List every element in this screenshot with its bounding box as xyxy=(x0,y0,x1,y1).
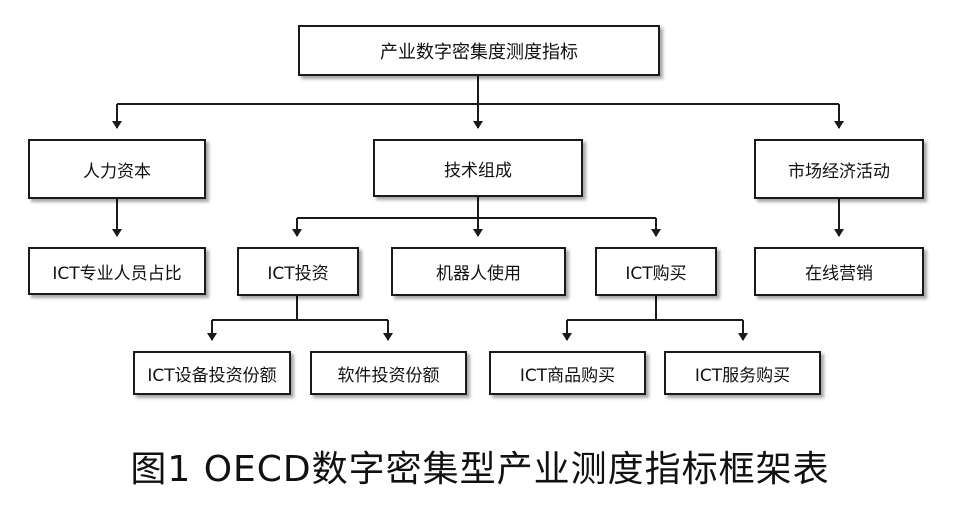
node-software-share: 软件投资份额 xyxy=(310,351,467,395)
node-ict-goods-purchase: ICT商品购买 xyxy=(489,351,646,395)
node-human-capital: 人力资本 xyxy=(28,139,206,199)
node-ict-equipment-share: ICT设备投资份额 xyxy=(133,351,291,395)
node-online-marketing: 在线营销 xyxy=(754,247,924,296)
node-tech-composition-label: 技术组成 xyxy=(444,160,512,181)
node-root-label: 产业数字密集度测度指标 xyxy=(380,41,578,63)
node-market-activity: 市场经济活动 xyxy=(754,139,924,199)
node-market-activity-label: 市场经济活动 xyxy=(788,161,890,182)
node-ict-purchase: ICT购买 xyxy=(595,247,717,296)
node-human-capital-label: 人力资本 xyxy=(83,161,151,182)
node-ict-service-purchase-label: ICT服务购买 xyxy=(694,365,791,386)
node-ict-staff-ratio: ICT专业人员占比 xyxy=(28,247,206,295)
figure-caption: 图1 OECD数字密集型产业测度指标框架表 xyxy=(130,449,830,490)
node-online-marketing-label: 在线营销 xyxy=(805,264,873,284)
node-ict-equipment-share-label: ICT设备投资份额 xyxy=(147,365,277,386)
node-ict-service-purchase: ICT服务购买 xyxy=(664,351,821,395)
node-robot-use-label: 机器人使用 xyxy=(436,264,521,284)
node-ict-purchase-label: ICT购买 xyxy=(625,264,687,284)
node-robot-use: 机器人使用 xyxy=(391,247,566,296)
node-root: 产业数字密集度测度指标 xyxy=(298,25,660,76)
node-software-share-label: 软件投资份额 xyxy=(337,365,440,386)
node-ict-investment: ICT投资 xyxy=(237,247,359,296)
node-ict-goods-purchase-label: ICT商品购买 xyxy=(519,365,616,386)
node-ict-staff-ratio-label: ICT专业人员占比 xyxy=(52,263,182,284)
node-tech-composition: 技术组成 xyxy=(373,139,583,197)
node-ict-investment-label: ICT投资 xyxy=(267,264,329,284)
